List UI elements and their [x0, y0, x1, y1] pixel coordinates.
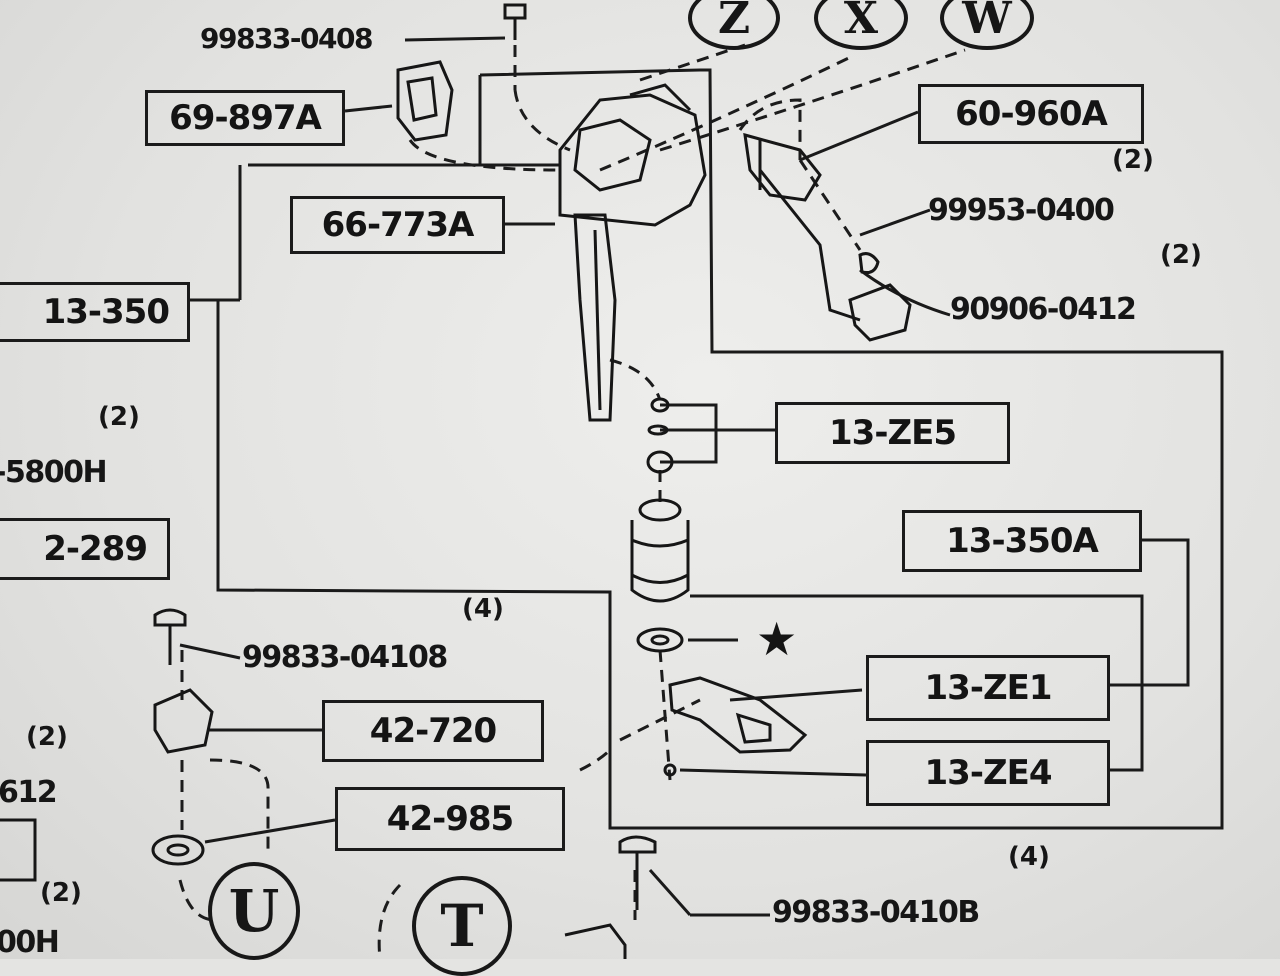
- part-box-13-ZE5: 13-ZE5: [775, 402, 1010, 464]
- part-label-99833-0408: 99833-0408: [200, 22, 373, 55]
- part-box-13-350A: 13-350A: [902, 510, 1142, 572]
- quantity-90906: (2): [1160, 240, 1202, 270]
- quantity-left-1: (2): [98, 402, 140, 432]
- part-box-13-ZE1: 13-ZE1: [866, 655, 1110, 721]
- circle-t-icon: T: [412, 876, 512, 976]
- part-label-99833-0410B: 99833-0410B: [772, 895, 980, 930]
- part-label-5800H: -5800H: [0, 455, 108, 490]
- part-box-2-289: 2-289: [0, 518, 170, 580]
- circle-w-icon: W: [940, 0, 1034, 50]
- part-box-13-350: 13-350: [0, 282, 190, 342]
- part-label-90906-0412: 90906-0412: [950, 292, 1137, 327]
- part-box-66-773A: 66-773A: [290, 196, 505, 254]
- part-label-612: 612: [0, 775, 58, 810]
- quantity-bottom-4: (4): [1008, 842, 1050, 872]
- part-box-42-720: 42-720: [322, 700, 544, 762]
- part-box-69-897A: 69-897A: [145, 90, 345, 146]
- quantity-left-2: (2): [26, 722, 68, 752]
- part-box-42-985: 42-985: [335, 787, 565, 851]
- quantity-60-960A: (2): [1112, 145, 1154, 175]
- part-label-99833-04108: 99833-04108: [242, 640, 448, 675]
- part-box-60-960A: 60-960A: [918, 84, 1144, 144]
- quantity-mid-4: (4): [462, 594, 504, 624]
- star-icon: ★: [756, 612, 798, 666]
- circle-u-icon: U: [208, 862, 300, 960]
- circle-z-icon: Z: [688, 0, 780, 50]
- part-label-00H: 00H: [0, 925, 60, 960]
- quantity-left-3: (2): [40, 878, 82, 908]
- circle-x-icon: X: [814, 0, 908, 50]
- part-label-99953-0400: 99953-0400: [928, 193, 1115, 228]
- part-box-13-ZE4: 13-ZE4: [866, 740, 1110, 806]
